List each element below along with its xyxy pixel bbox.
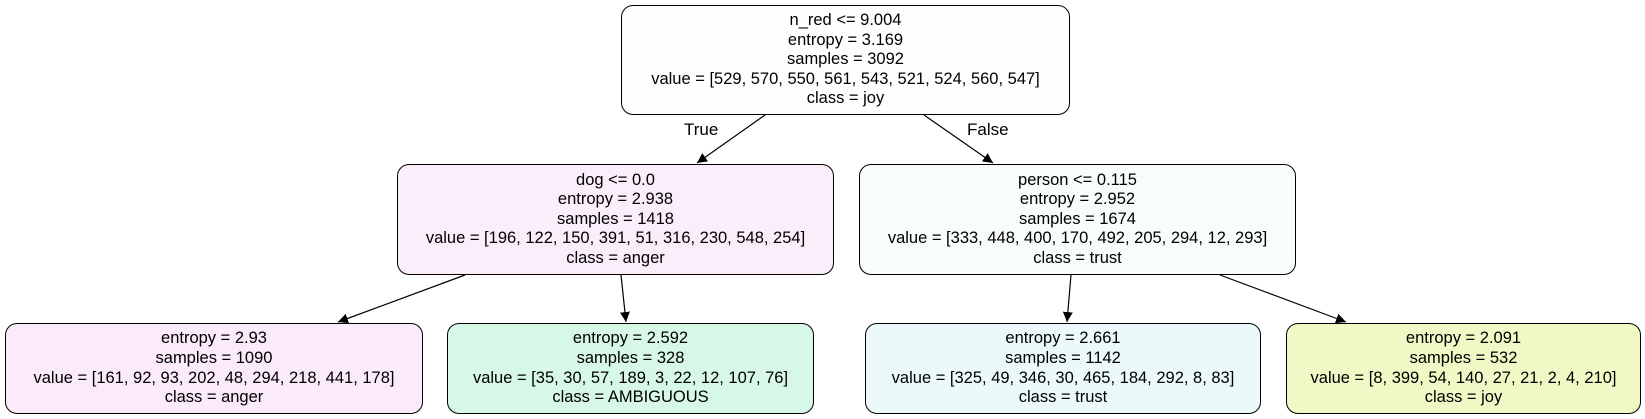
edge-root-left <box>696 114 766 164</box>
node-value: value = [196, 122, 150, 391, 51, 316, 23… <box>425 229 806 248</box>
node-samples: samples = 532 <box>1409 348 1518 367</box>
tree-node-root: n_red <= 9.004 entropy = 3.169 samples =… <box>621 5 1070 115</box>
node-value: value = [325, 49, 346, 30, 465, 184, 292… <box>891 368 1235 387</box>
node-samples: samples = 1674 <box>1019 209 1136 228</box>
node-split-rule: dog <= 0.0 <box>576 170 655 189</box>
node-split-rule: person <= 0.115 <box>1018 170 1137 189</box>
edge-right-rightleft <box>1062 274 1073 323</box>
node-class: class = joy <box>1424 388 1503 407</box>
node-value: value = [35, 30, 57, 189, 3, 22, 12, 107… <box>472 368 789 387</box>
node-class: class = anger <box>566 248 665 267</box>
node-value: value = [8, 399, 54, 140, 27, 21, 2, 4, … <box>1310 368 1617 387</box>
node-samples: samples = 328 <box>576 348 685 367</box>
node-class: class = trust <box>1033 248 1122 267</box>
node-class: class = trust <box>1018 388 1108 407</box>
node-entropy: entropy = 2.952 <box>1019 190 1136 209</box>
edge-right-rightright <box>1219 274 1347 324</box>
node-entropy: entropy = 2.661 <box>1005 329 1121 348</box>
edge-left-leftright <box>619 274 630 323</box>
node-class: class = AMBIGUOUS <box>552 388 709 407</box>
tree-leaf-left-left: entropy = 2.93 samples = 1090 value = [1… <box>5 323 423 414</box>
node-entropy: entropy = 2.93 <box>161 329 267 348</box>
tree-leaf-right-left: entropy = 2.661 samples = 1142 value = [… <box>865 323 1261 414</box>
tree-leaf-right-right: entropy = 2.091 samples = 532 value = [8… <box>1286 323 1641 414</box>
edge-label-false: False <box>967 120 1009 139</box>
node-value: value = [161, 92, 93, 202, 48, 294, 218,… <box>33 368 395 387</box>
tree-node-left: dog <= 0.0 entropy = 2.938 samples = 141… <box>397 164 834 275</box>
node-samples: samples = 3092 <box>787 50 904 69</box>
edge-label-true: True <box>684 120 719 139</box>
edge-left-leftleft <box>337 274 466 324</box>
node-samples: samples = 1090 <box>155 348 273 367</box>
node-entropy: entropy = 2.938 <box>557 190 674 209</box>
edge-root-right <box>923 114 994 164</box>
node-samples: samples = 1418 <box>557 209 674 228</box>
node-split-rule: n_red <= 9.004 <box>789 11 902 30</box>
node-entropy: entropy = 3.169 <box>787 30 904 49</box>
node-class: class = joy <box>806 89 885 108</box>
node-value: value = [529, 570, 550, 561, 543, 521, 5… <box>651 69 1040 88</box>
node-entropy: entropy = 2.592 <box>572 329 689 348</box>
tree-node-right: person <= 0.115 entropy = 2.952 samples … <box>859 164 1296 275</box>
node-entropy: entropy = 2.091 <box>1405 329 1522 348</box>
tree-leaf-left-right: entropy = 2.592 samples = 328 value = [3… <box>447 323 814 414</box>
node-samples: samples = 1142 <box>1005 348 1121 367</box>
node-class: class = anger <box>164 388 264 407</box>
node-value: value = [333, 448, 400, 170, 492, 205, 2… <box>887 229 1268 248</box>
